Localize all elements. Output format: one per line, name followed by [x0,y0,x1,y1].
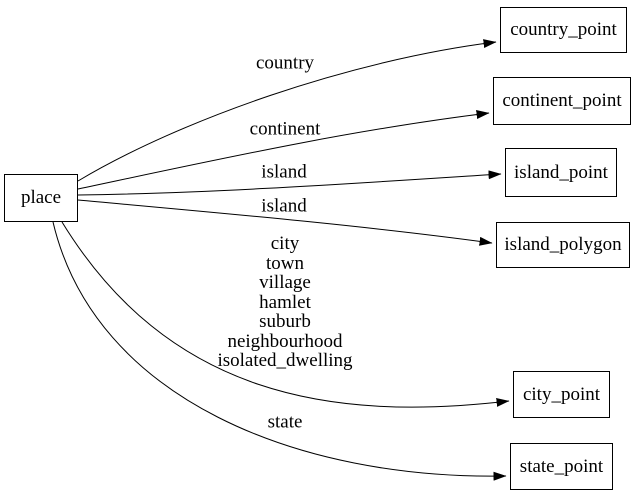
edge-label-island-polygon: island [261,195,307,217]
edge-label-country: country [255,52,315,74]
edge-label-town: town [266,252,304,274]
edge-label-isolated-dwelling: isolated_dwelling [217,350,353,371]
edge-label-continent: continent [249,118,321,140]
edge-place-country-point [77,39,497,182]
node-state-point: state_point [510,443,613,490]
node-country-point-label: country_point [510,19,617,40]
node-place-label: place [20,187,62,208]
edge-label-neighbourhood: neighbourhood [227,330,343,352]
node-island-point-label: island_point [514,161,608,183]
node-continent-point-label: continent_point [502,90,622,111]
edge-label-village: village [259,272,311,293]
edge-label-island-point: island [261,161,307,183]
node-place: place [4,174,78,222]
node-island-polygon-label: island_polygon [504,234,622,255]
edge-label-hamlet: hamlet [259,291,311,313]
node-state-point-label: state_point [519,455,604,477]
node-continent-point: continent_point [493,77,631,125]
edge-label-city-list: city town village hamlet suburb neighbou… [217,234,352,371]
edge-place-island-point [77,170,502,196]
edge-place-state-point [52,221,507,481]
edge-place-city-point [61,221,510,408]
node-island-point: island_point [505,148,617,197]
edge-label-state: state [267,411,303,433]
node-island-polygon: island_polygon [496,222,630,268]
node-city-point-label: city_point [522,383,601,405]
node-city-point: city_point [513,371,610,418]
edge-place-continent-point [77,110,490,190]
node-country-point: country_point [500,7,627,53]
edge-label-city: city [270,233,300,254]
edge-label-suburb: suburb [259,311,311,332]
edge-place-island-polygon [77,199,493,246]
